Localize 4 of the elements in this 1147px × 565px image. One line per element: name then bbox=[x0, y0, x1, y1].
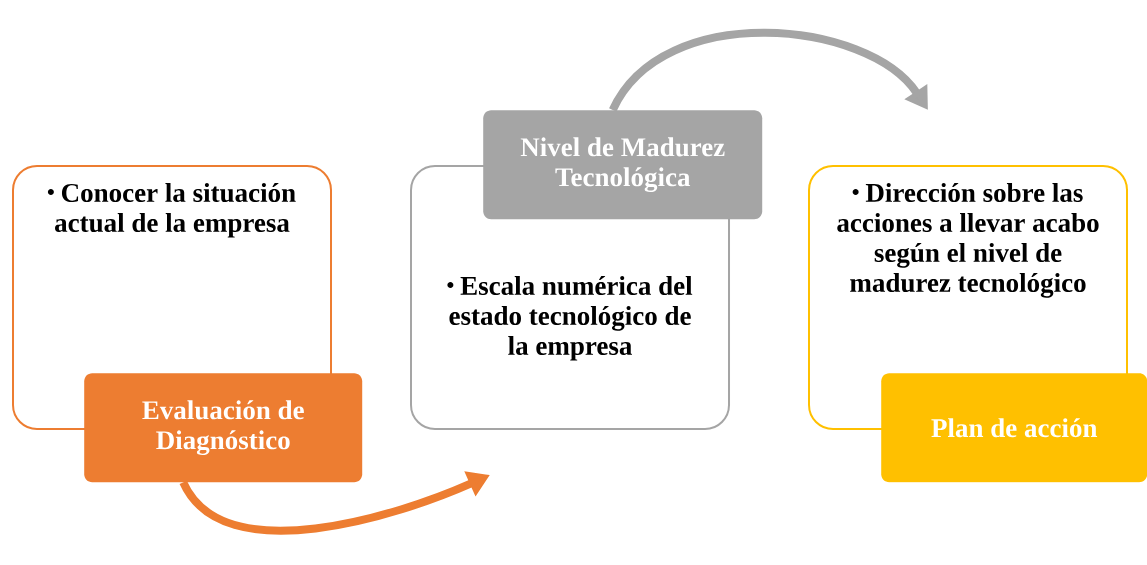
title-box: Plan de acción bbox=[881, 373, 1147, 483]
title-box: Nivel de Madurez Tecnológica bbox=[483, 110, 763, 220]
curved-arrow bbox=[609, 28, 928, 113]
title-box: Evaluación de Diagnóstico bbox=[84, 373, 363, 483]
